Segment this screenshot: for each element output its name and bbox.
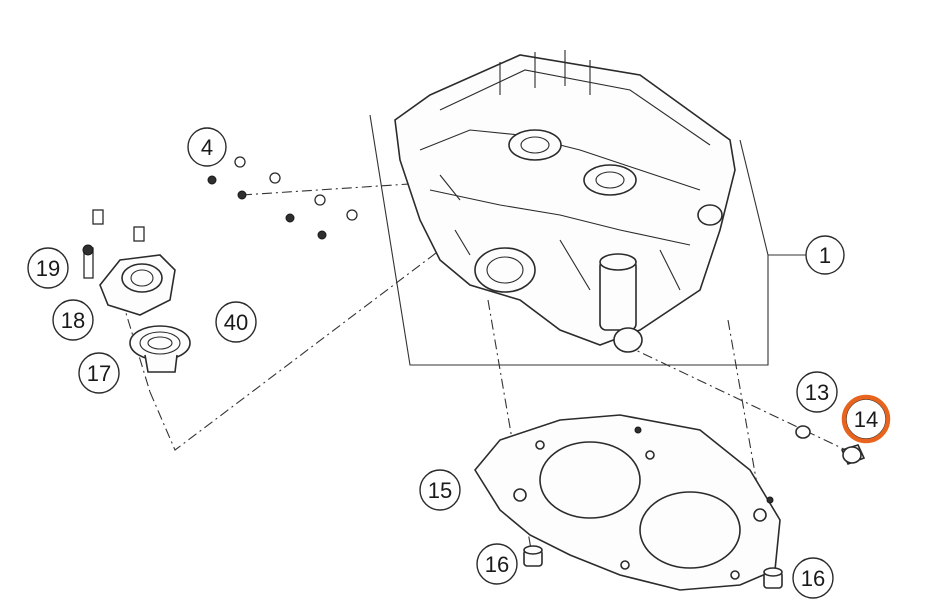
head-mid-rail (429, 189, 691, 246)
plug-assembly (795, 425, 866, 466)
gasket-dowel-mark (634, 426, 642, 434)
thermostat-housing (82, 209, 176, 316)
cam-bore-1-inner (520, 136, 550, 154)
callout-circle (52, 299, 94, 341)
bolt-set-4 (207, 156, 358, 240)
callout-1: 1 (805, 235, 845, 275)
head-ribs (439, 174, 681, 291)
callout-circle (805, 235, 845, 275)
thermostat-flange (129, 325, 191, 361)
housing-bolt (92, 209, 104, 225)
plug-bore (613, 327, 643, 353)
callout-label: 18 (61, 308, 85, 333)
thermostat (129, 325, 191, 373)
gasket-hole (730, 570, 740, 580)
callout-label: 15 (428, 478, 452, 503)
head-top-rail (439, 69, 711, 146)
dowel-sleeve-right-top (763, 567, 783, 577)
cam-bore-2 (583, 164, 637, 196)
cylinder-head-body (394, 54, 736, 346)
gasket-cylinder-bore-2 (639, 491, 741, 569)
callout-15: 15 (419, 469, 461, 511)
nut (314, 194, 326, 206)
nut (317, 230, 327, 240)
intake-port (474, 247, 536, 293)
gasket-dowel-mark (766, 496, 774, 504)
thermostat-center (147, 336, 173, 350)
housing-bore (121, 263, 163, 293)
side-bore (697, 204, 723, 226)
thermostat-body (144, 354, 178, 373)
plug-14-face (842, 446, 862, 464)
callout-label: 19 (36, 256, 60, 281)
thermostat-coil (139, 331, 181, 355)
dowel-sleeve-left-top (523, 545, 543, 555)
gasket-hole (513, 488, 527, 502)
cam-bore-1 (508, 129, 562, 161)
cam-bore-2-inner (595, 171, 625, 189)
callout-circle (27, 247, 69, 289)
cylinder-head (394, 50, 736, 353)
callout-label: 17 (87, 361, 111, 386)
gasket-hole (645, 450, 655, 460)
nut (269, 172, 281, 184)
callout-14: 14 (841, 394, 891, 444)
callout-16: 16 (476, 543, 518, 585)
callout-circle (187, 127, 227, 167)
leader-bolts-to-head (241, 179, 471, 196)
gasket-hole (620, 560, 630, 570)
callout-circle (792, 557, 834, 599)
callout-highlight-ring (841, 394, 891, 444)
gasket-hole (535, 440, 545, 450)
callout-circle (476, 543, 518, 585)
head-studs (499, 50, 591, 95)
callout-label: 40 (224, 310, 248, 335)
leader-plug-to-head (624, 344, 851, 453)
callout-label: 4 (201, 135, 213, 160)
callout-4: 4 (187, 127, 227, 167)
callout-18: 18 (52, 299, 94, 341)
bracket-line-part-1 (369, 114, 806, 366)
head-gasket (474, 414, 781, 591)
callout-circle (419, 469, 461, 511)
callout-19: 19 (27, 247, 69, 289)
callout-circle (796, 371, 838, 413)
housing-bolt (133, 226, 145, 242)
callout-label: 13 (805, 380, 829, 405)
intake-port-inner (486, 256, 524, 284)
bracket-line-part-1-top (739, 139, 769, 256)
callout-label: 14 (854, 407, 878, 432)
callout-13: 13 (796, 371, 838, 413)
callout-circle (78, 352, 120, 394)
callout-label: 16 (485, 552, 509, 577)
callout-40: 40 (215, 301, 257, 343)
nut (234, 156, 246, 168)
gasket-cylinder-bore-1 (539, 441, 641, 519)
head-boss-top (599, 253, 637, 271)
nut (207, 175, 217, 185)
callout-16: 16 (792, 557, 834, 599)
callout-circle (215, 301, 257, 343)
sealing-ring-13 (795, 425, 811, 439)
housing-bolt-head (82, 244, 94, 256)
callout-label: 1 (819, 243, 831, 268)
leader-lines (121, 114, 851, 576)
bolt-head (237, 190, 247, 200)
callout-17: 17 (78, 352, 120, 394)
nut (346, 209, 358, 221)
callout-label: 16 (801, 566, 825, 591)
dowel-sleeves (523, 545, 783, 589)
leader-thermostat-to-head (149, 249, 441, 451)
gasket-hole (753, 508, 767, 522)
housing-bore-inner (130, 269, 154, 287)
nut (285, 213, 295, 223)
